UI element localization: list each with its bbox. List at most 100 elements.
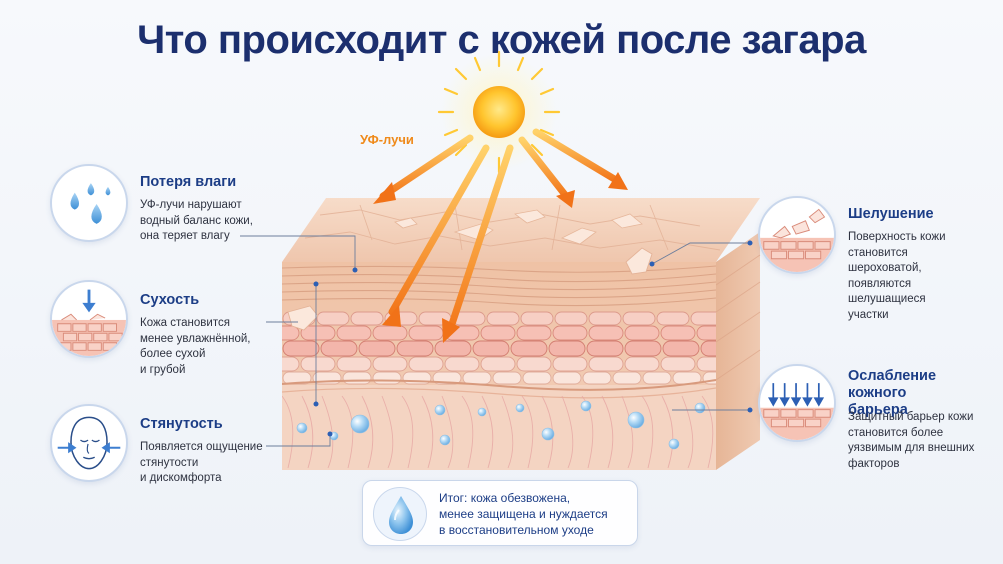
- skin-cell: [358, 340, 396, 357]
- skin-cell: [582, 371, 612, 385]
- skin-cell: [336, 325, 372, 341]
- skin-cell: [656, 311, 690, 326]
- skin-cell: [408, 325, 444, 341]
- card-desc-dryness: Кожа становится менее увлажнённой, более…: [140, 317, 251, 376]
- card-desc-tightness: Появляется ощущение стянутости и дискомф…: [140, 441, 263, 484]
- skin-cell: [342, 371, 372, 385]
- skin-cell: [624, 340, 662, 357]
- skin-cell: [396, 340, 434, 357]
- skin-cell: [624, 325, 660, 341]
- skin-cell: [492, 371, 522, 385]
- skin-cell: [282, 340, 320, 357]
- dry-skin-icon: [50, 280, 128, 358]
- summary-box: Итог: кожа обезвожена, менее защищена и …: [362, 480, 638, 546]
- skin-cell: [480, 356, 516, 372]
- connector-lines: [240, 235, 750, 447]
- skin-cell: [660, 356, 696, 372]
- skin-cell: [548, 340, 586, 357]
- skin-cell: [588, 311, 622, 326]
- dermis-fiber: [481, 395, 494, 469]
- dermis-fiber: [601, 395, 614, 469]
- skin-cell: [350, 311, 384, 326]
- skin-cell: [696, 356, 716, 372]
- dermis-fiber: [561, 395, 574, 469]
- dermis-fiber: [681, 395, 694, 469]
- card-title-moisture-loss: Потеря влаги: [140, 174, 237, 190]
- skin-cell: [588, 325, 624, 341]
- skin-cell: [696, 325, 716, 341]
- skin-cell: [588, 356, 624, 372]
- skin-cell: [516, 356, 552, 372]
- dermis-fiber: [381, 395, 394, 469]
- uv-rays: [373, 128, 628, 343]
- dermis-fiber: [661, 395, 674, 469]
- skin-cell: [642, 371, 672, 385]
- card-title-tightness: Стянутость: [140, 416, 223, 432]
- skin-cell: [552, 325, 588, 341]
- water-droplet: [580, 400, 592, 412]
- sun-icon: [437, 50, 561, 174]
- face-tightness-icon: [50, 404, 128, 482]
- water-droplet: [627, 411, 645, 429]
- card-title-dryness: Сухость: [140, 292, 200, 308]
- water-droplet: [477, 407, 487, 417]
- peeling-skin-icon: [758, 196, 836, 274]
- skin-cell: [282, 356, 300, 372]
- card-title-peeling: Шелушение: [848, 206, 934, 222]
- dermis-fiber: [361, 395, 374, 469]
- dermis-fiber: [581, 395, 594, 469]
- skin-cell: [700, 340, 716, 357]
- skin-cell: [434, 340, 472, 357]
- dermis-fiber: [282, 395, 294, 469]
- skin-cell: [282, 371, 312, 385]
- skin-cell: [320, 340, 358, 357]
- skin-cell: [552, 371, 582, 385]
- skin-cell: [408, 356, 444, 372]
- skin-cell: [510, 340, 548, 357]
- card-desc-peeling: Поверхность кожи становится шероховатой,…: [848, 231, 946, 321]
- skin-cell: [372, 325, 408, 341]
- skin-cell: [444, 356, 480, 372]
- dermis-fiber: [701, 395, 714, 469]
- skin-cell: [372, 371, 402, 385]
- dermis-fiber: [521, 395, 534, 469]
- skin-cell: [522, 371, 552, 385]
- skin-cell: [622, 311, 656, 326]
- barrier-arrows-icon: [758, 364, 836, 442]
- skin-cell: [432, 371, 462, 385]
- water-droplet: [434, 404, 446, 416]
- water-droplet: [694, 402, 706, 414]
- skin-block: [282, 198, 761, 470]
- skin-cells: [282, 311, 716, 385]
- water-drops-icon: [50, 164, 128, 242]
- skin-cell: [316, 311, 350, 326]
- water-droplet: [515, 403, 525, 413]
- summary-text: Итог: кожа обезвожена, менее защищена и …: [439, 491, 608, 537]
- water-droplet: [350, 414, 370, 434]
- skin-cell: [336, 356, 372, 372]
- dermis-fiber: [301, 395, 314, 469]
- skin-cell: [472, 340, 510, 357]
- uv-rays-label: УФ-лучи: [360, 132, 414, 147]
- water-droplet: [668, 438, 680, 450]
- skin-cell: [660, 325, 696, 341]
- skin-cell: [516, 325, 552, 341]
- skin-cell: [282, 325, 300, 341]
- card-desc-barrier: Защитный барьер кожи становится более уя…: [848, 411, 975, 470]
- dermis-fiber: [421, 395, 434, 469]
- skin-cell: [462, 371, 492, 385]
- skin-cell: [624, 356, 660, 372]
- skin-cell: [662, 340, 700, 357]
- dermis-fiber: [621, 395, 634, 469]
- skin-cell: [520, 311, 554, 326]
- skin-cell: [554, 311, 588, 326]
- skin-cell: [586, 340, 624, 357]
- dermis-fiber: [441, 395, 454, 469]
- dermis-fiber: [641, 395, 654, 469]
- dermis-fiber: [461, 395, 474, 469]
- skin-cell: [612, 371, 642, 385]
- dermis-fiber: [501, 395, 514, 469]
- water-droplets: [296, 400, 706, 450]
- skin-cell: [372, 356, 408, 372]
